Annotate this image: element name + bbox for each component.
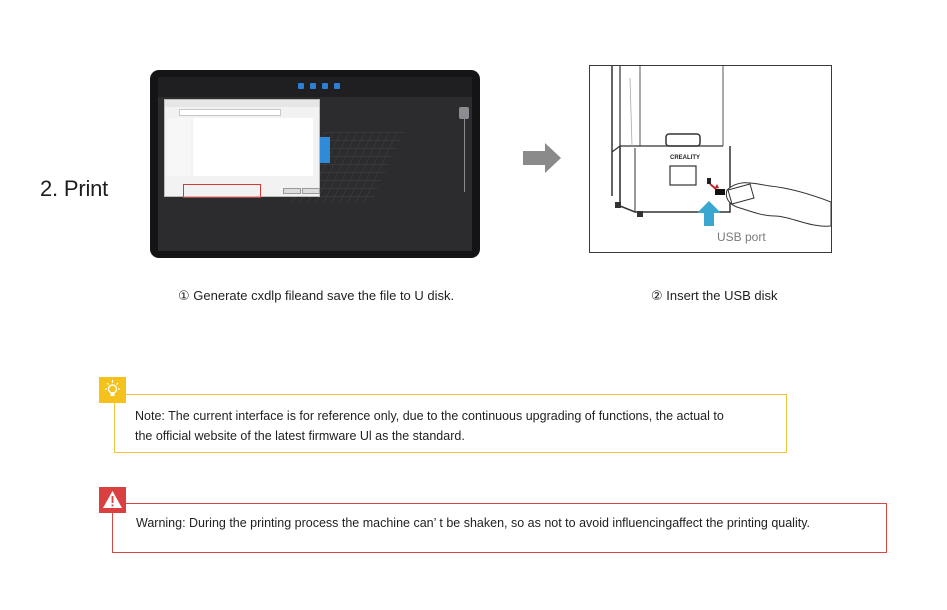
printer-image: CREALITY USB port	[589, 65, 832, 253]
note-box	[114, 394, 787, 453]
printer-illustration: CREALITY	[611, 66, 831, 227]
software-screenshot	[150, 70, 480, 258]
slicer-screen	[158, 77, 472, 251]
toolbar-icon	[310, 83, 316, 89]
save-file-dialog	[164, 99, 320, 198]
toolbar-icon	[322, 83, 328, 89]
layer-slider	[464, 107, 465, 192]
toolbar-icon	[298, 83, 304, 89]
filename-highlight	[183, 184, 261, 198]
dialog-cancel-button	[302, 188, 320, 194]
layer-slider-knob	[459, 107, 469, 119]
warning-box	[112, 503, 887, 553]
step-1-caption: ① Generate cxdlp fileand save the file t…	[178, 288, 455, 303]
right-arrow-icon	[523, 143, 561, 173]
note-text: Note: The current interface is for refer…	[135, 406, 775, 446]
warning-text: Warning: During the printing process the…	[136, 516, 811, 530]
dialog-save-button	[283, 188, 301, 194]
step-2-caption: ② Insert the USB disk	[651, 288, 778, 303]
toolbar-icon	[334, 83, 340, 89]
note-line-2: the official website of the latest firmw…	[135, 429, 465, 443]
printer-brand: CREALITY	[670, 155, 700, 161]
app-toolbar	[158, 77, 472, 97]
lightbulb-icon	[99, 377, 126, 403]
note-line-1: Note: The current interface is for refer…	[135, 409, 724, 423]
warning-triangle-icon	[99, 487, 126, 513]
section-title: 2. Print	[40, 176, 109, 201]
usb-port-label: USB port	[717, 230, 766, 244]
